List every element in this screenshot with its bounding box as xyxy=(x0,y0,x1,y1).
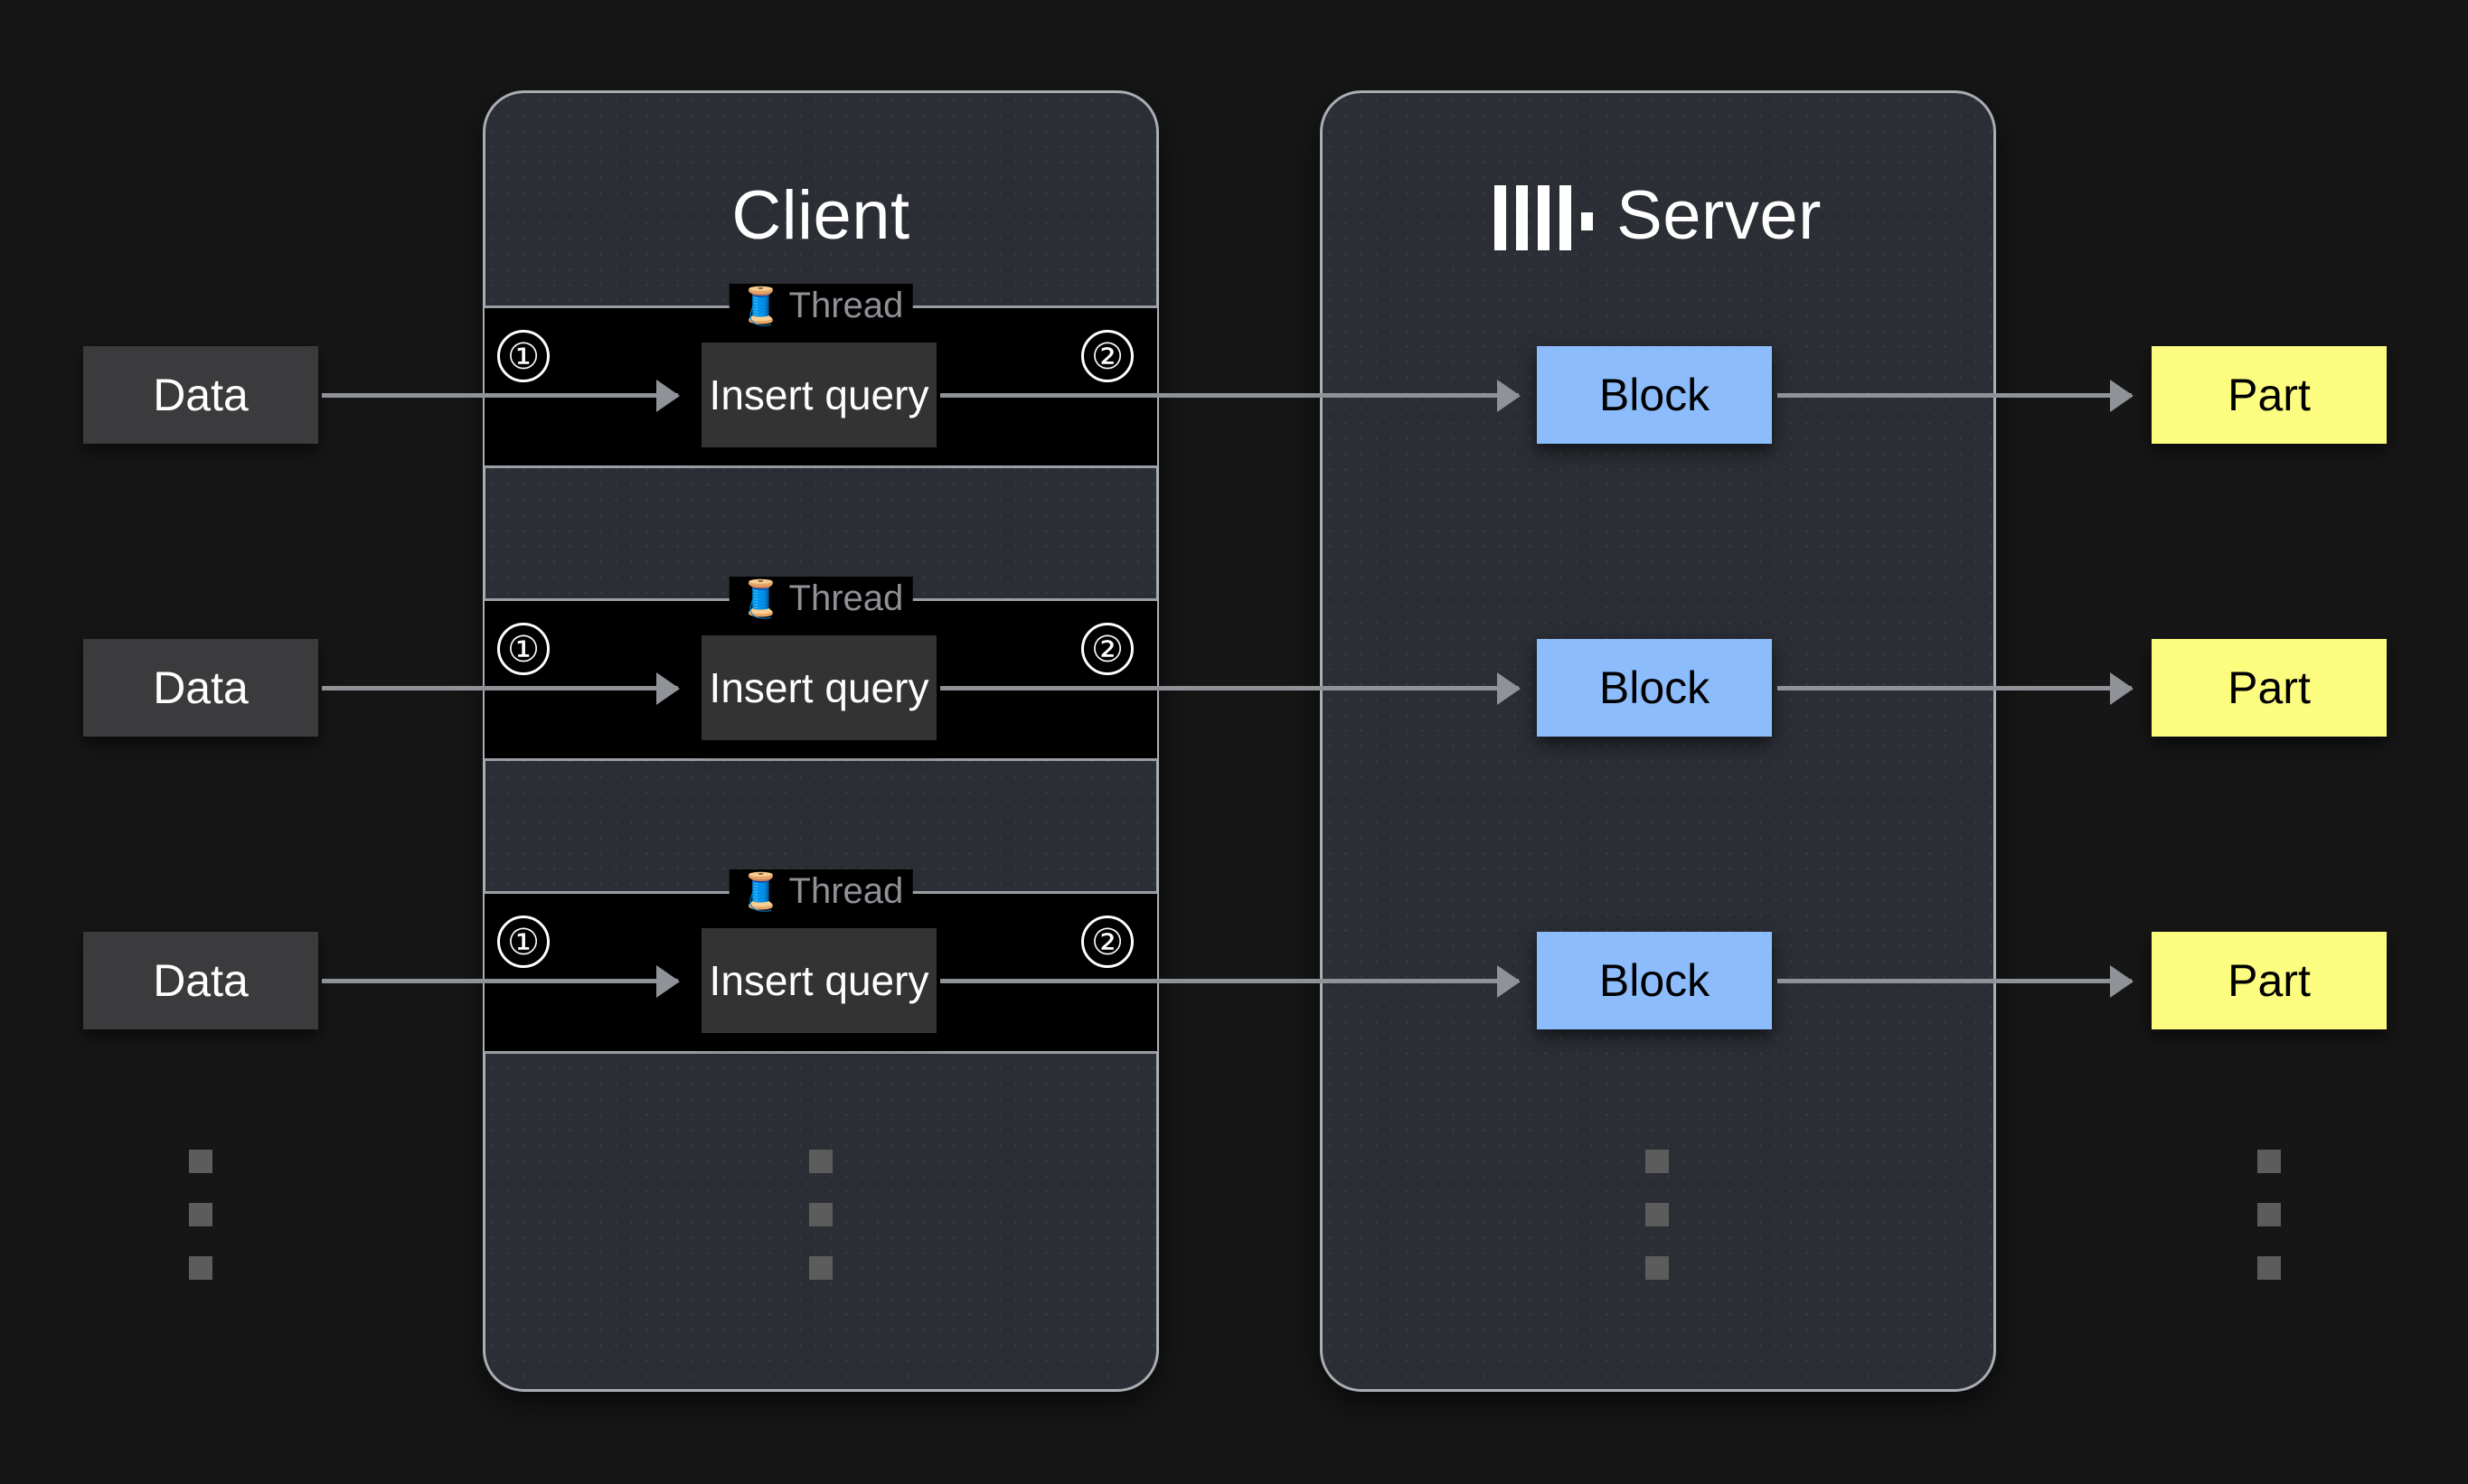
step-badge-one: ① xyxy=(497,916,550,968)
ellipsis-part-column xyxy=(2257,1150,2281,1280)
server-title-text: Server xyxy=(1616,177,1822,254)
block-box: Block xyxy=(1537,932,1772,1029)
client-title-text: Client xyxy=(731,177,910,254)
part-box-label: Part xyxy=(2228,955,2311,1006)
thread-label-text: Thread xyxy=(788,578,904,618)
thread-label-text: Thread xyxy=(788,286,904,325)
step-badge-two: ② xyxy=(1081,623,1134,675)
insert-query-box: Insert query xyxy=(702,343,937,447)
server-panel-title: Server xyxy=(1323,174,1993,268)
thread-spool-icon: 🧵 xyxy=(738,872,784,912)
thread-spool-icon: 🧵 xyxy=(738,579,784,619)
insert-query-box: Insert query xyxy=(702,635,937,740)
ellipsis-client-column xyxy=(809,1150,833,1280)
arrow-block-to-part xyxy=(1777,979,2132,983)
arrow-insert-to-block xyxy=(940,686,1519,690)
block-box: Block xyxy=(1537,639,1772,737)
arrow-data-to-insert xyxy=(322,979,678,983)
insert-query-box-label: Insert query xyxy=(709,371,929,418)
step-badge-two: ② xyxy=(1081,330,1134,382)
data-box-label: Data xyxy=(153,955,249,1006)
arrow-data-to-insert xyxy=(322,393,678,398)
data-box-label: Data xyxy=(153,370,249,420)
ellipsis-server-column xyxy=(1645,1150,1669,1280)
block-box-label: Block xyxy=(1598,955,1710,1006)
server-panel: Server xyxy=(1320,90,1996,1392)
clickhouse-logo-icon xyxy=(1494,185,1594,250)
insert-query-box: Insert query xyxy=(702,928,937,1033)
block-box: Block xyxy=(1537,346,1772,444)
step-badge-one: ① xyxy=(497,623,550,675)
data-box: Data xyxy=(83,639,318,737)
thread-label: 🧵 Thread xyxy=(729,284,913,327)
arrow-data-to-insert xyxy=(322,686,678,690)
thread-label: 🧵 Thread xyxy=(729,869,913,913)
arrow-block-to-part xyxy=(1777,393,2132,398)
step-badge-one: ① xyxy=(497,330,550,382)
thread-label-text: Thread xyxy=(788,871,904,911)
insert-query-box-label: Insert query xyxy=(709,957,929,1004)
data-box: Data xyxy=(83,346,318,444)
part-box: Part xyxy=(2152,639,2387,737)
block-box-label: Block xyxy=(1598,662,1710,713)
arrow-block-to-part xyxy=(1777,686,2132,690)
part-box-label: Part xyxy=(2228,662,2311,713)
part-box: Part xyxy=(2152,932,2387,1029)
data-box-label: Data xyxy=(153,662,249,713)
insert-query-box-label: Insert query xyxy=(709,664,929,711)
arrow-insert-to-block xyxy=(940,979,1519,983)
ellipsis-data-column xyxy=(189,1150,212,1280)
step-badge-two: ② xyxy=(1081,916,1134,968)
client-panel-title: Client xyxy=(485,174,1156,258)
part-box-label: Part xyxy=(2228,370,2311,420)
thread-label: 🧵 Thread xyxy=(729,577,913,620)
thread-spool-icon: 🧵 xyxy=(738,286,784,326)
block-box-label: Block xyxy=(1598,370,1710,420)
data-box: Data xyxy=(83,932,318,1029)
part-box: Part xyxy=(2152,346,2387,444)
arrow-insert-to-block xyxy=(940,393,1519,398)
